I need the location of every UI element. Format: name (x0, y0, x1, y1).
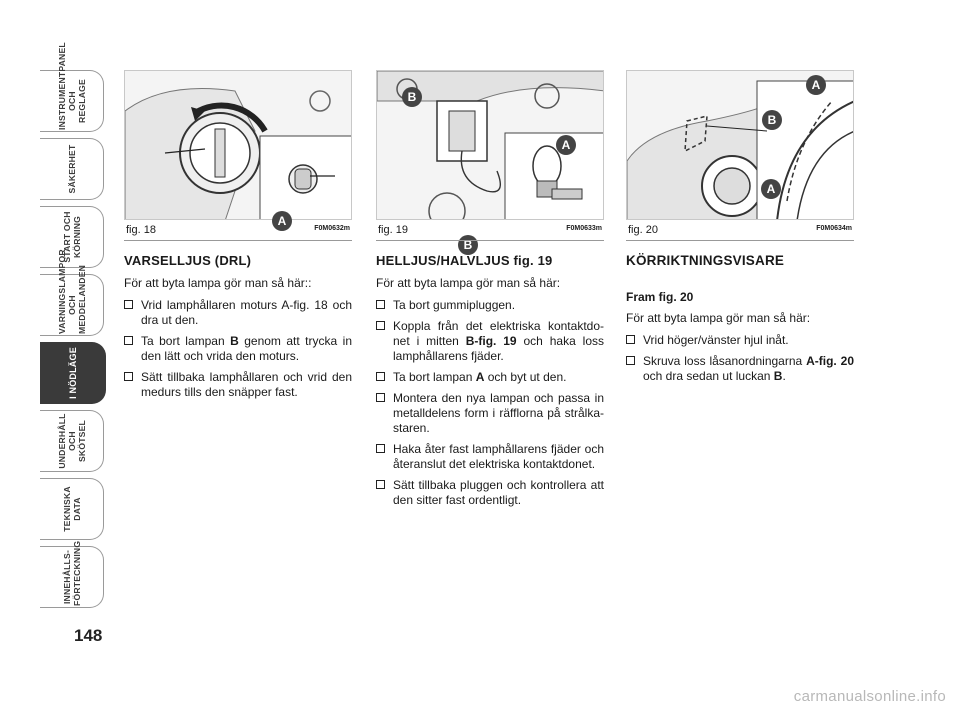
figure-18: A B (124, 70, 478, 255)
callout-a: A (272, 211, 292, 231)
section-subheading: Fram fig. 20 (626, 290, 694, 304)
callout-b: B (402, 87, 422, 107)
checkbox-icon (626, 335, 635, 344)
tab-sakerhet[interactable]: SÄKERHET (40, 138, 104, 200)
column-korriktningsvisare: A B A fig. 20 F0M0634m KÖRRIKTNINGSVISAR… (626, 70, 854, 390)
figure-caption: fig. 19 F0M0633m (376, 222, 604, 241)
list-item: Sätt tillbaka lamphållaren och vrid den … (124, 370, 352, 400)
list-item: Ta bort lampan B genom att trycka in den… (124, 334, 352, 364)
figure-number: fig. 19 (378, 224, 408, 236)
checkbox-icon (124, 336, 133, 345)
tab-innehallsforteckning[interactable]: INNEHÅLLS- FÖRTECKNING (40, 541, 104, 608)
figure-caption: fig. 20 F0M0634m (626, 222, 854, 241)
intro-text: För att byta lampa gör man så här: (626, 311, 811, 325)
list-item: Ta bort lampan A och byt ut den. (376, 370, 604, 385)
callout-a: A (556, 135, 576, 155)
section-body: HELLJUS/HALVLJUS fig. 19 För att byta la… (376, 253, 604, 508)
section-body: VARSELLJUS (DRL) För att byta lampa gör … (124, 253, 352, 400)
section-body: KÖRRIKTNINGSVISARE Fram fig. 20 För att … (626, 253, 854, 384)
figure-code: F0M0633m (566, 225, 602, 232)
list-item: Ta bort gummipluggen. (376, 298, 604, 313)
tab-i-nodlage[interactable]: I NÖDLÄGE (40, 342, 106, 404)
list-item: Skruva loss låsanordningarna A-fig. 20 o… (626, 354, 854, 384)
intro-text: För att byta lampa gör man så här: (376, 276, 561, 290)
tab-start-och-korning[interactable]: START OCH KÖRNING (40, 206, 104, 268)
intro-text: För att byta lampa gör man så här:: (124, 276, 312, 290)
checkbox-icon (626, 356, 635, 365)
figure-caption: fig. 18 F0M0632m (124, 222, 352, 241)
list-item: Montera den nya lampan och passa in meta… (376, 391, 604, 436)
headlamp-illustration-icon (125, 71, 351, 219)
figure-code: F0M0632m (314, 225, 350, 232)
callout-b: B (762, 110, 782, 130)
figure-20: A B A (626, 70, 854, 220)
figure-code: F0M0634m (816, 225, 852, 232)
checkbox-icon (376, 372, 385, 381)
callout-a-top: A (806, 75, 826, 95)
tab-instrumentpanel[interactable]: INSTRUMENTPANEL OCH REGLAGE (40, 42, 104, 132)
page-number: 148 (74, 626, 103, 645)
figure-number: fig. 18 (126, 224, 156, 236)
checkbox-icon (376, 321, 385, 330)
checkbox-icon (376, 393, 385, 402)
list-item: Vrid lamphållaren moturs A-fig. 18 och d… (124, 298, 352, 328)
tab-tekniska-data[interactable]: TEKNISKA DATA (40, 478, 104, 540)
figure-number: fig. 20 (628, 224, 658, 236)
column-helljus: B A fig. 19 F0M0633m HELLJUS/HALVLJUS fi… (376, 70, 604, 514)
section-heading: KÖRRIKTNINGSVISARE (626, 253, 785, 268)
watermark: carmanualsonline.info (793, 688, 946, 705)
callout-a-bottom: A (761, 179, 781, 199)
indicator-illustration-icon (627, 71, 853, 219)
list-item: Sätt tillbaka pluggen och kontrollera at… (376, 478, 604, 508)
tab-varningslampor[interactable]: VARNINGSLAMPOR OCH MEDDELANDEN (40, 249, 104, 336)
checkbox-icon (376, 444, 385, 453)
list-item: Haka åter fast lamphållarens fjäder och … (376, 442, 604, 472)
checkbox-icon (376, 300, 385, 309)
section-heading: HELLJUS/HALVLJUS fig. 19 (376, 253, 553, 268)
checkbox-icon (124, 300, 133, 309)
list-item: Vrid höger/vänster hjul inåt. (626, 333, 854, 348)
list-item: Koppla från det elektriska kontaktdo-net… (376, 319, 604, 364)
tab-underhall[interactable]: UNDERHÅLL OCH SKÖTSEL (40, 410, 104, 472)
checkbox-icon (124, 372, 133, 381)
figure-19: B A (376, 70, 604, 220)
column-varselljus: A B fig. 18 F0M0632m VARSELLJUS (DRL) Fö… (124, 70, 478, 406)
section-heading: VARSELLJUS (DRL) (124, 253, 252, 268)
checkbox-icon (376, 480, 385, 489)
